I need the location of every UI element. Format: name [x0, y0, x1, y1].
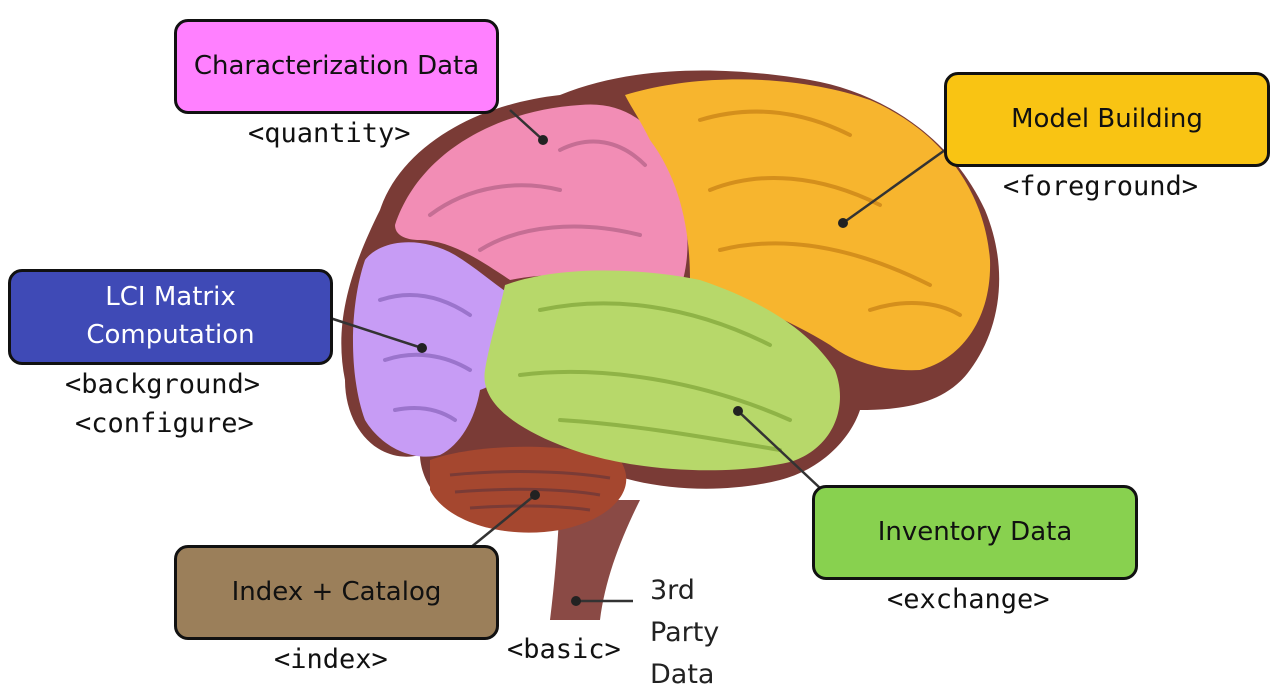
connector-lines: [329, 109, 946, 603]
background-tag: <background>: [65, 369, 261, 400]
exchange-tag: <exchange>: [887, 584, 1050, 615]
lci-matrix-label: LCI Matrix: [105, 282, 236, 313]
index-catalog-label: Index + Catalog: [231, 577, 442, 607]
index-tag: <index>: [274, 644, 388, 675]
foreground-tag: <foreground>: [1003, 171, 1199, 202]
computation-label: Computation: [86, 320, 255, 350]
index-catalog-box: Index + Catalog: [174, 545, 499, 640]
green-gyri: [518, 301, 792, 452]
pink-gyri: [428, 139, 647, 252]
third-party-data-label: 3rd Party Data: [650, 570, 719, 696]
third-party-line-2: Party: [650, 616, 720, 648]
orange-gyri: [698, 109, 962, 317]
purple-gyri: [378, 293, 472, 422]
inventory-data-label: Inventory Data: [877, 517, 1073, 547]
lci-matrix-computation-box: LCI Matrix Computation: [8, 269, 333, 365]
cerebellum-folds: [449, 470, 611, 512]
quantity-tag: <quantity>: [248, 118, 411, 149]
orange-lobe: [625, 79, 991, 371]
inventory-data-box: Inventory Data: [812, 485, 1138, 580]
basic-tag: <basic>: [507, 634, 621, 665]
third-party-line-3: Data: [650, 658, 715, 690]
pink-lobe: [395, 104, 688, 290]
model-building-box: Model Building: [944, 72, 1270, 167]
brain-stem: [550, 500, 640, 620]
characterization-data-box: Characterization Data: [174, 19, 499, 114]
connector-dots: [417, 135, 848, 606]
model-building-label: Model Building: [1011, 104, 1203, 134]
configure-tag: <configure>: [75, 408, 254, 439]
third-party-line-1: 3rd: [650, 575, 695, 606]
characterization-data-label: Characterization Data: [193, 51, 480, 81]
